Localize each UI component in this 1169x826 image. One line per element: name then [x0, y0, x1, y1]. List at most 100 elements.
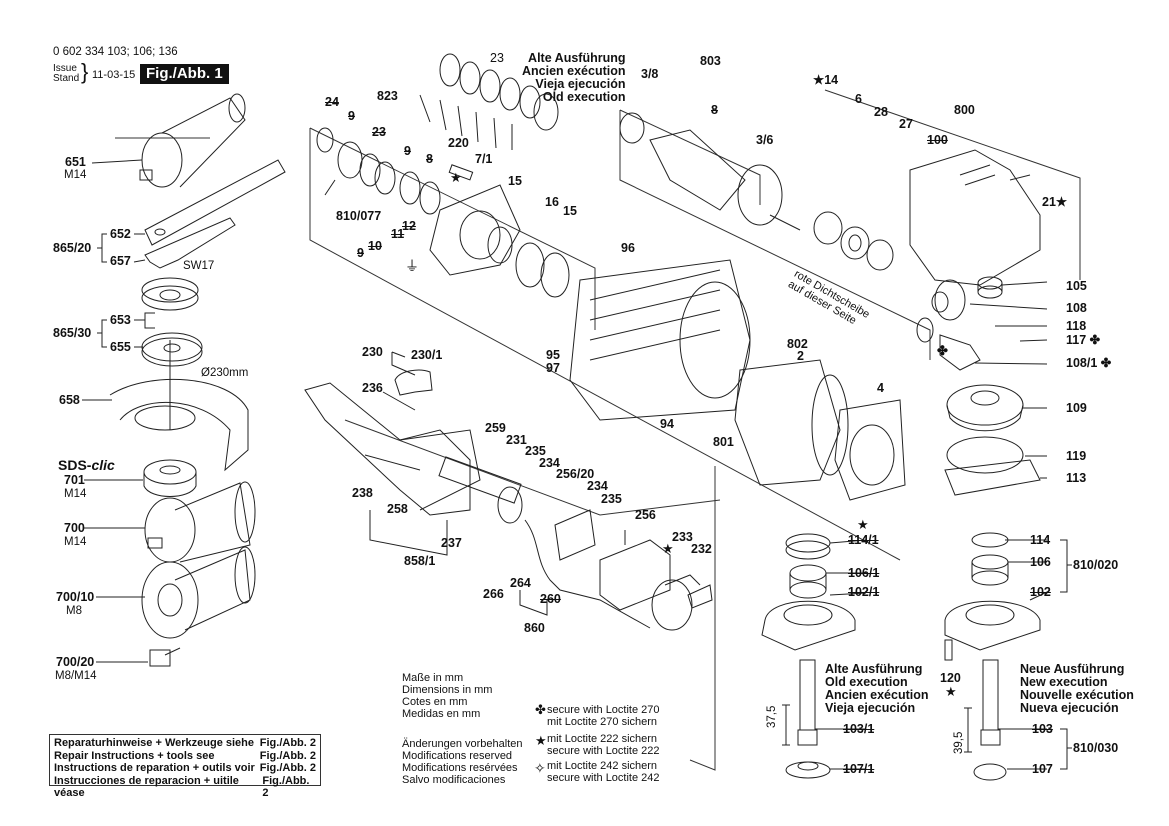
callout-12[interactable]: 12 — [402, 219, 416, 233]
callout-103[interactable]: 103 — [1032, 722, 1053, 736]
callout-95[interactable]: 95 — [546, 348, 560, 362]
springs-23 — [419, 53, 559, 150]
callout-264[interactable]: 264 — [510, 576, 531, 590]
callout-102-1[interactable]: 102/1 — [848, 585, 880, 599]
callout-9[interactable]: 9 — [348, 109, 355, 123]
legend-242-line2: secure with Loctite 242 — [547, 772, 660, 784]
callout-3-6[interactable]: 3/6 — [756, 133, 774, 147]
callout-658[interactable]: 658 — [59, 393, 80, 407]
callout-7-1[interactable]: 7/1 — [475, 152, 493, 166]
callout-105[interactable]: 105 — [1066, 279, 1087, 293]
callout-106-1[interactable]: 106/1 — [848, 566, 880, 580]
callout-657[interactable]: 657 — [110, 254, 131, 268]
callout-256[interactable]: 256 — [635, 508, 656, 522]
callout-23b[interactable]: 23 — [372, 125, 386, 139]
callout-8[interactable]: 8 — [426, 152, 433, 166]
auxiliary-handle-651 — [139, 93, 246, 188]
callout-11[interactable]: 11 — [391, 227, 405, 241]
callout-109[interactable]: 109 — [1066, 401, 1087, 415]
callout-238[interactable]: 238 — [352, 486, 373, 500]
callout-651[interactable]: 651 — [65, 155, 86, 169]
callout-700-10[interactable]: 700/10 — [56, 590, 95, 604]
callout-235a[interactable]: 235 — [525, 444, 546, 458]
repair-ref-link[interactable]: Fig./Abb. 2 — [259, 749, 316, 762]
callout-800[interactable]: 800 — [954, 103, 975, 117]
callout-108[interactable]: 108 — [1066, 301, 1087, 315]
callout-9b[interactable]: 9 — [404, 144, 411, 158]
callout-21[interactable]: 21★ — [1042, 196, 1067, 209]
callout-810-020[interactable]: 810/020 — [1073, 558, 1119, 572]
callout-234b[interactable]: 234 — [587, 479, 608, 493]
clamping-nut-655 — [141, 332, 203, 367]
callout-114-1[interactable]: 114/1 — [848, 533, 879, 547]
repair-ref-link[interactable]: Fig./Abb. 2 — [259, 737, 316, 749]
callout-113[interactable]: 113 — [1066, 471, 1087, 485]
callout-260[interactable]: 260 — [540, 592, 561, 606]
new-exec-fr: Nouvelle exécution — [1020, 688, 1134, 702]
callout-220[interactable]: 220 — [448, 136, 469, 150]
callout-700[interactable]: 700 — [64, 521, 85, 535]
callout-266[interactable]: 266 — [483, 587, 504, 601]
callout-119[interactable]: 119 — [1066, 449, 1087, 463]
star-icon: ★ — [945, 684, 957, 699]
callout-858-1[interactable]: 858/1 — [404, 554, 436, 568]
callout-28[interactable]: 28 — [874, 105, 888, 119]
callout-9c[interactable]: 9 — [357, 246, 364, 260]
callout-2[interactable]: 2 — [797, 349, 804, 363]
repair-ref-link[interactable]: Fig./Abb. 2 — [262, 774, 310, 800]
callout-823[interactable]: 823 — [377, 89, 398, 103]
callout-27[interactable]: 27 — [899, 117, 913, 131]
callout-231[interactable]: 231 — [506, 433, 527, 447]
callout-120[interactable]: 120 — [940, 671, 961, 685]
callout-700-20[interactable]: 700/20 — [56, 655, 95, 669]
callout-24[interactable]: 24 — [325, 95, 339, 109]
callout-94[interactable]: 94 — [660, 417, 674, 431]
callout-97[interactable]: 97 — [546, 361, 560, 375]
callout-230-1[interactable]: 230/1 — [411, 348, 443, 362]
callout-100[interactable]: 100 — [927, 133, 948, 147]
callout-652[interactable]: 652 — [110, 227, 131, 241]
callout-810-077[interactable]: 810/077 — [336, 209, 382, 223]
callout-860[interactable]: 860 — [524, 621, 545, 635]
callout-256-20[interactable]: 256/20 — [556, 467, 595, 481]
callout-865-20[interactable]: 865/20 — [53, 241, 92, 255]
callout-103-1[interactable]: 103/1 — [843, 722, 875, 736]
callout-96[interactable]: 96 — [621, 241, 635, 255]
callout-258[interactable]: 258 — [387, 502, 408, 516]
callout-23[interactable]: 23 — [490, 51, 504, 65]
callout-232[interactable]: 232 — [691, 542, 712, 556]
callout-235b[interactable]: 235 — [601, 492, 622, 506]
callout-801[interactable]: 801 — [713, 435, 734, 449]
callout-106[interactable]: 106 — [1030, 555, 1051, 569]
repair-ref-link[interactable]: Fig./Abb. 2 — [259, 762, 316, 774]
callout-107[interactable]: 107 — [1032, 762, 1053, 776]
callout-653[interactable]: 653 — [110, 313, 131, 327]
callout-865-30[interactable]: 865/30 — [53, 326, 92, 340]
callout-802[interactable]: 802 — [787, 337, 808, 351]
callout-6[interactable]: 6 — [855, 92, 862, 106]
callout-14[interactable]: ★14 — [813, 74, 838, 87]
callout-107-1[interactable]: 107/1 — [843, 762, 875, 776]
callout-108-1[interactable]: 108/1 ✤ — [1066, 357, 1111, 370]
callout-236[interactable]: 236 — [362, 381, 383, 395]
callout-118[interactable]: 118 — [1066, 319, 1087, 333]
callout-233[interactable]: 233 — [672, 530, 693, 544]
callout-10[interactable]: 10 — [368, 239, 382, 253]
callout-810-030[interactable]: 810/030 — [1073, 741, 1119, 755]
callout-230[interactable]: 230 — [362, 345, 383, 359]
callout-3-8[interactable]: 3/8 — [641, 67, 659, 81]
callout-15a[interactable]: 15 — [508, 174, 522, 188]
callout-117[interactable]: 117 ✤ — [1066, 334, 1100, 347]
callout-237[interactable]: 237 — [441, 536, 462, 550]
callout-8b[interactable]: 8 — [711, 103, 718, 117]
callout-114[interactable]: 114 — [1030, 533, 1051, 547]
callout-234a[interactable]: 234 — [539, 456, 560, 470]
callout-655[interactable]: 655 — [110, 340, 131, 354]
callout-803[interactable]: 803 — [700, 54, 721, 68]
callout-701[interactable]: 701 — [64, 473, 85, 487]
callout-102[interactable]: 102 — [1030, 585, 1051, 599]
callout-4[interactable]: 4 — [877, 381, 884, 395]
callout-259[interactable]: 259 — [485, 421, 506, 435]
callout-16[interactable]: 16 — [545, 195, 559, 209]
callout-15b[interactable]: 15 — [563, 204, 577, 218]
